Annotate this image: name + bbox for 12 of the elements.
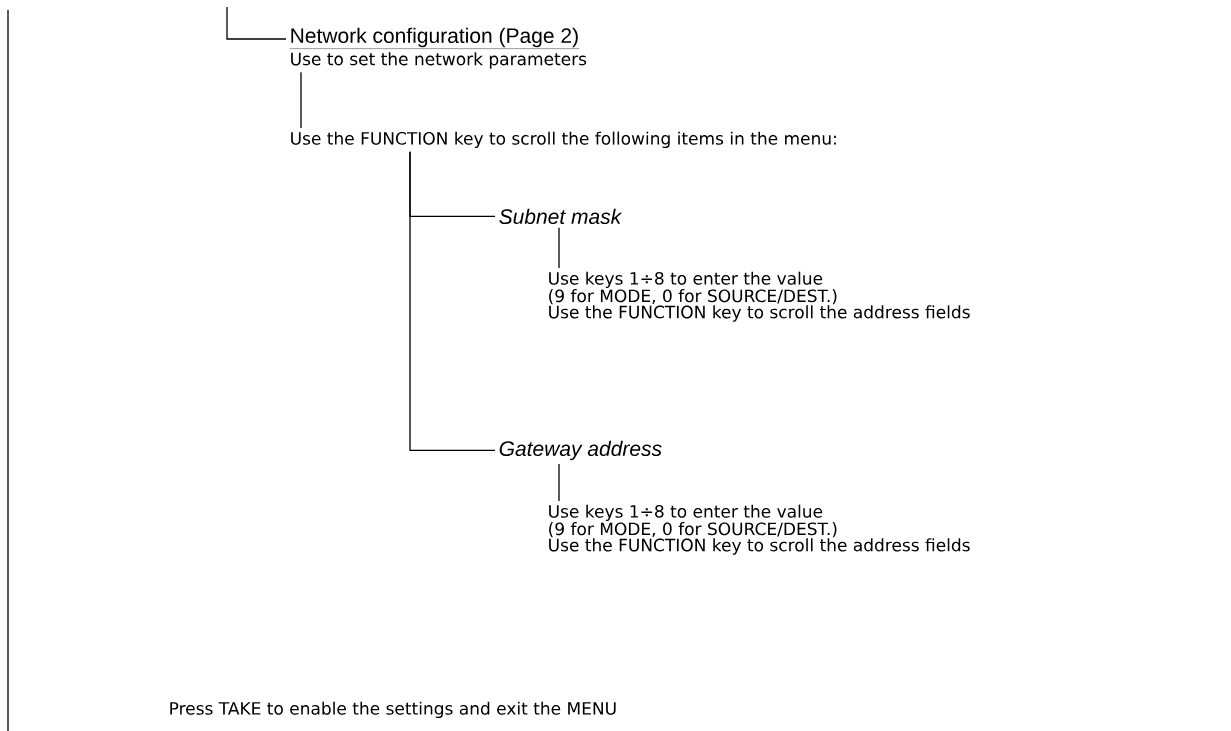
connector-line (226, 6, 287, 40)
connector-line (409, 151, 496, 452)
instruction-text: Press TAKE to enable the settings and exit the MENU (170, 701, 616, 719)
instruction-text: Use keys 1÷8 to enter the value (9 for MODE, 0 for SOURCE/DEST.) Use the FUNCTION key to scroll the address fields (549, 271, 970, 322)
connector-line (558, 227, 560, 269)
section-heading: Network configuration (Page 2) Use to set the network parameters (289, 27, 587, 69)
instruction-text: Use the FUNCTION key to scroll the following items in the menu: (291, 131, 836, 149)
menu-item: Gateway address (499, 440, 662, 461)
instruction-text: Use keys 1÷8 to enter the value (9 for MODE, 0 for SOURCE/DEST.) Use the FUNCTION key to scroll the address fields (549, 504, 970, 555)
menu-item: Subnet mask (499, 208, 623, 225)
connector-line (300, 71, 302, 129)
connector-line (558, 463, 560, 502)
